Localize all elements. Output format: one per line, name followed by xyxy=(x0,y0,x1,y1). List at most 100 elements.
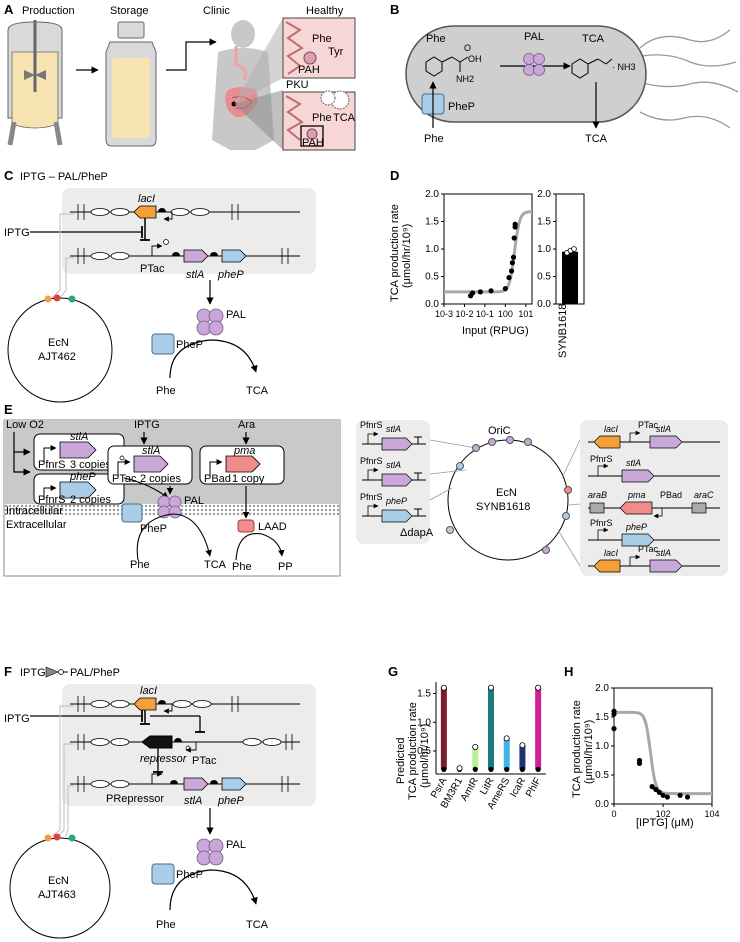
ecn-label-f: EcN xyxy=(48,875,69,887)
data-point xyxy=(649,784,655,790)
pal-label: PAL xyxy=(524,31,544,43)
stla-gene-icon xyxy=(183,249,209,263)
data-point xyxy=(510,254,517,260)
repressor-label: repressor xyxy=(140,753,188,765)
promoter-label: PfnrS xyxy=(360,492,383,502)
promoter-icon xyxy=(367,503,379,516)
tca-label-c: TCA xyxy=(246,385,269,397)
ptac-label-r5: PTac xyxy=(638,544,659,554)
tca-structure xyxy=(571,58,613,79)
production-label: Production xyxy=(22,5,75,17)
prepressor-label: PRepressor xyxy=(106,793,164,805)
stla-label-r2: stlA xyxy=(626,458,641,468)
y-tick-label: 0.0 xyxy=(537,299,551,310)
chart-d-bar: 0.00.51.01.52.0 xyxy=(537,189,585,310)
plot-frame xyxy=(613,687,713,805)
data-point xyxy=(509,260,515,266)
panel-a: A Production Storage Clinic xyxy=(4,2,356,151)
stla-label-f: stlA xyxy=(184,795,202,807)
y-tick-label: 1.5 xyxy=(425,217,439,228)
ara-label-e: Ara xyxy=(238,419,256,431)
replicate-point xyxy=(571,246,577,252)
h-xlabel: [IPTG] (μM) xyxy=(636,817,694,829)
iptg-label-c: IPTG xyxy=(4,227,30,239)
repressor-gene-icon xyxy=(141,735,173,749)
pfnrs-label-r2: PfnrS xyxy=(590,454,613,464)
phe-label-healthy: Phe xyxy=(312,33,332,45)
x-tick-label: 10-3 xyxy=(435,309,453,319)
circuit-title-f-input: IPTG xyxy=(20,667,46,679)
phep-gene-icon xyxy=(221,777,247,791)
low-point xyxy=(519,766,526,773)
zoom-wedge-pku xyxy=(234,90,283,150)
phenylalanine-structure xyxy=(425,56,469,77)
pah-label-pku: PAH xyxy=(302,137,324,149)
laci-label-r5: lacI xyxy=(604,548,619,558)
stla-label-ec: stlA xyxy=(142,445,160,457)
phep-transporter-icon xyxy=(151,863,175,885)
gene-label: stlA xyxy=(386,460,401,470)
strain-label-f: AJT463 xyxy=(38,889,76,901)
pal-label-c: PAL xyxy=(226,309,246,321)
panel-letter-e: E xyxy=(4,402,13,417)
y-tick-label: 2.0 xyxy=(537,189,551,200)
ecn-chromosome-e xyxy=(447,439,569,561)
pp-label: PP xyxy=(278,561,293,573)
phe2-label-e: Phe xyxy=(232,561,252,573)
data-point xyxy=(656,789,662,796)
copies-label-eb: 2 copies xyxy=(70,494,111,506)
phe-label-f: Phe xyxy=(156,919,176,931)
y-tick-label: 2.0 xyxy=(595,683,609,694)
data-point xyxy=(470,290,476,296)
circuit-title-c: IPTG – PAL/PheP xyxy=(20,171,108,183)
fermenter-icon xyxy=(7,20,63,146)
not-gate-icon xyxy=(45,666,59,678)
y-tick-label: 1.0 xyxy=(595,741,609,752)
y-tick-label: 0.5 xyxy=(595,770,609,781)
data-point xyxy=(684,794,691,800)
panel-c: C IPTG – PAL/PheP lacI IPTG PTac xyxy=(4,168,316,403)
strain-label-e: SYNB1618 xyxy=(476,501,530,513)
stla-label-c: stlA xyxy=(186,269,204,281)
pma-label-r3: pma xyxy=(627,490,646,500)
gene-arrow-icon xyxy=(381,437,413,451)
pal-label-e: PAL xyxy=(184,495,204,507)
panel-h: H TCA production rate (μmol/hr/10⁹) [IPT… xyxy=(564,664,720,829)
dapa-label: ΔdapA xyxy=(400,527,434,539)
panel-f: F IPTG PAL/PheP lacI IPTG xyxy=(4,664,316,939)
ecn-label-c: EcN xyxy=(48,337,69,349)
y-tick-label: 0.5 xyxy=(417,746,431,757)
h-yunit: (μmol/hr/10⁹) xyxy=(583,720,595,784)
clinic-label: Clinic xyxy=(203,5,230,17)
panel-b: B Phe O OH NH2 PAL TCA · NH3 xyxy=(390,2,739,145)
zoom-wedge-healthy xyxy=(234,18,283,104)
ammonia-label: · NH3 xyxy=(612,62,636,72)
panel-letter-c: C xyxy=(4,168,14,183)
phep-label-eb: pheP xyxy=(69,471,96,483)
phep-gene-label-f: pheP xyxy=(217,795,244,807)
integrated-genes-right xyxy=(580,420,728,576)
y-tick-label: 1.0 xyxy=(425,244,439,255)
high-point xyxy=(487,684,494,691)
pal-enzyme-icon xyxy=(157,495,182,519)
plasmid-box-f xyxy=(62,684,316,806)
x-tick-label: 100 xyxy=(498,309,513,319)
tca-label-inside: TCA xyxy=(582,33,605,45)
tca-label-e: TCA xyxy=(204,559,227,571)
data-point xyxy=(611,708,617,714)
pah-label-healthy: PAH xyxy=(298,64,320,76)
arab-label: araB xyxy=(588,490,607,500)
storage-label: Storage xyxy=(110,5,149,17)
pfnrs-label-ea: PfnrS xyxy=(38,459,66,471)
right-gene-row-3: araB pma PBad araC xyxy=(588,490,720,519)
gene-arrow-icon xyxy=(381,473,413,487)
data-point xyxy=(653,786,659,793)
data-point xyxy=(636,760,643,767)
d-bar-label: SYNB1618 xyxy=(557,304,569,358)
plot-frame xyxy=(443,193,533,305)
data-point xyxy=(502,286,508,292)
high-point xyxy=(456,765,463,772)
low-point xyxy=(535,766,541,773)
